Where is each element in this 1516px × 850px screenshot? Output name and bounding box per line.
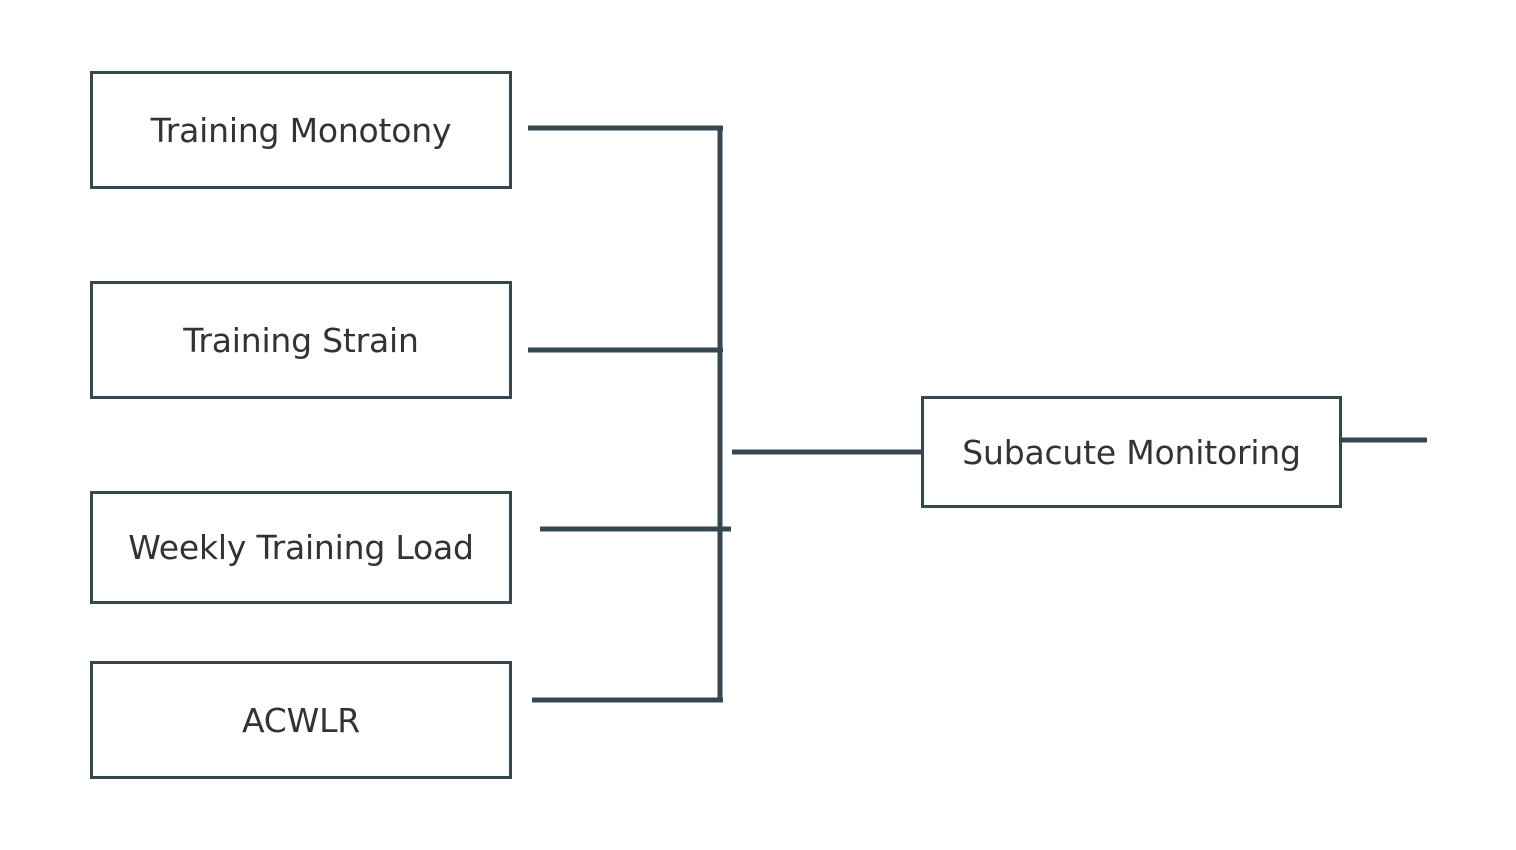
node-training-monotony[interactable]: Training Monotony (90, 71, 512, 189)
node-label: Weekly Training Load (128, 528, 474, 567)
node-label: Training Strain (183, 320, 419, 360)
node-training-strain[interactable]: Training Strain (90, 281, 512, 399)
node-acwlr[interactable]: ACWLR (90, 661, 512, 779)
node-weekly-training-load[interactable]: Weekly Training Load (90, 491, 512, 604)
node-label: Training Monotony (150, 110, 452, 150)
node-label: Subacute Monitoring (962, 432, 1301, 472)
node-label: ACWLR (242, 700, 360, 740)
node-subacute-monitoring[interactable]: Subacute Monitoring (921, 396, 1342, 508)
